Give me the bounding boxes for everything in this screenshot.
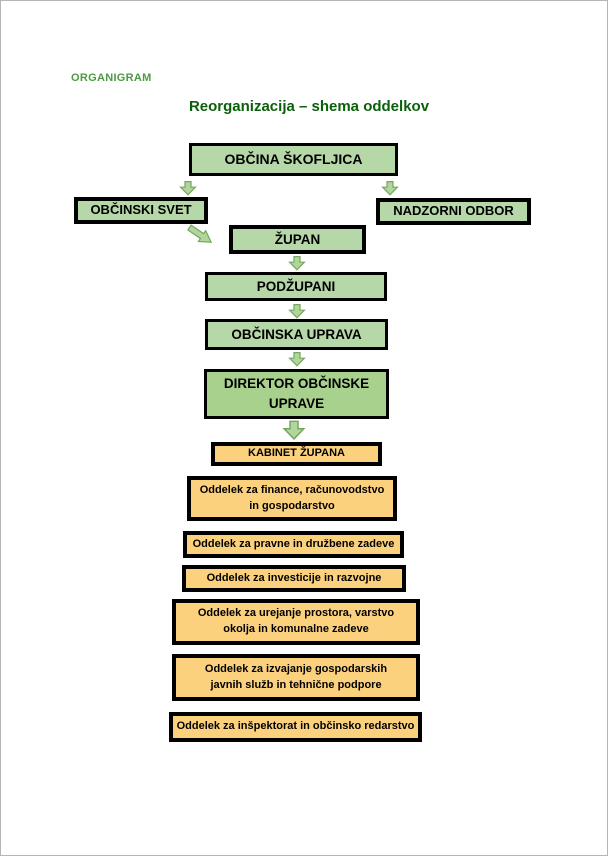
org-box-podzupani: PODŽUPANI (205, 272, 387, 301)
org-box-label: Oddelek za urejanje prostora, varstvo ok… (197, 607, 395, 635)
org-box-label: Oddelek za pravne in družbene zadeve (192, 537, 395, 550)
org-box-label: OBČINSKI SVET (90, 202, 192, 218)
down-arrow-icon (288, 304, 306, 324)
org-box-label: Oddelek za investicije in razvojne (206, 571, 382, 584)
org-box-kabinet-zupana: KABINET ŽUPANA (211, 442, 382, 466)
org-box-label: ŽUPAN (274, 231, 321, 247)
org-box-label: Oddelek za finance, računovodstvo in gos… (199, 483, 385, 512)
down-arrow-icon (381, 181, 399, 201)
org-box-label: PODŽUPANI (256, 278, 336, 294)
org-box-oddelek-inspektorat: Oddelek za inšpektorat in občinsko redar… (169, 712, 422, 742)
org-box-oddelek-finance: Oddelek za finance, računovodstvo in gos… (187, 476, 397, 521)
org-box-oddelek-urejanje: Oddelek za urejanje prostora, varstvo ok… (172, 599, 420, 645)
org-box-label: Oddelek za izvajanje gospodarskih javnih… (204, 662, 388, 691)
org-box-nadzorni-odbor: NADZORNI ODBOR (376, 198, 531, 225)
org-box-oddelek-investicije: Oddelek za investicije in razvojne (182, 565, 406, 592)
down-arrow-icon (282, 419, 306, 447)
org-box-zupan: ŽUPAN (229, 225, 366, 254)
org-box-obcina-skofljica: OBČINA ŠKOFLJICA (189, 143, 398, 176)
org-box-label: OBČINSKA UPRAVA (231, 326, 362, 342)
document-heading: ORGANIGRAM (71, 72, 152, 84)
org-box-label: OBČINA ŠKOFLJICA (224, 151, 363, 168)
org-box-label: KABINET ŽUPANA (248, 447, 345, 460)
org-box-obcinska-uprava: OBČINSKA UPRAVA (205, 319, 388, 350)
down-arrow-icon (179, 181, 197, 201)
org-box-oddelek-izvajanje: Oddelek za izvajanje gospodarskih javnih… (172, 654, 420, 701)
down-arrow-icon (288, 256, 306, 276)
org-box-oddelek-pravne: Oddelek za pravne in družbene zadeve (183, 531, 404, 558)
org-box-label: NADZORNI ODBOR (393, 203, 514, 219)
page-title: Reorganizacija – shema oddelkov (188, 98, 430, 115)
org-box-direktor-obcinske-uprave: DIREKTOR OBČINSKE UPRAVE (204, 369, 389, 419)
org-box-label: Oddelek za inšpektorat in občinsko redar… (176, 720, 415, 733)
org-box-obcinski-svet: OBČINSKI SVET (74, 197, 208, 224)
down-arrow-icon (288, 352, 306, 372)
org-box-label: DIREKTOR OBČINSKE UPRAVE (223, 376, 370, 411)
diagonal-arrow-icon (182, 221, 216, 253)
